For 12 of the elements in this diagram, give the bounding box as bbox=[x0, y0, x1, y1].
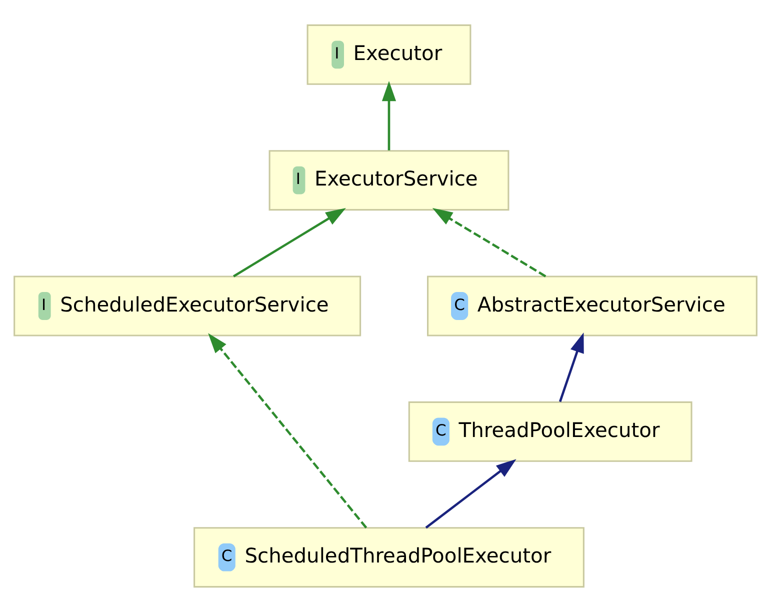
arrow bbox=[558, 332, 584, 402]
node-box: I Executor bbox=[306, 24, 472, 84]
node-box: I ExecutorService bbox=[268, 150, 510, 210]
node-box: C AbstractExecutorService bbox=[427, 275, 758, 336]
arrow bbox=[232, 208, 346, 277]
arrow bbox=[432, 208, 546, 277]
arrow bbox=[208, 332, 368, 528]
arrow bbox=[382, 80, 396, 150]
node-box: C ThreadPoolExecutor bbox=[408, 400, 692, 462]
node-box: I ScheduledExecutorService bbox=[14, 275, 362, 336]
arrow bbox=[425, 458, 516, 528]
node-box: C ScheduledThreadPoolExecutor bbox=[194, 526, 584, 588]
